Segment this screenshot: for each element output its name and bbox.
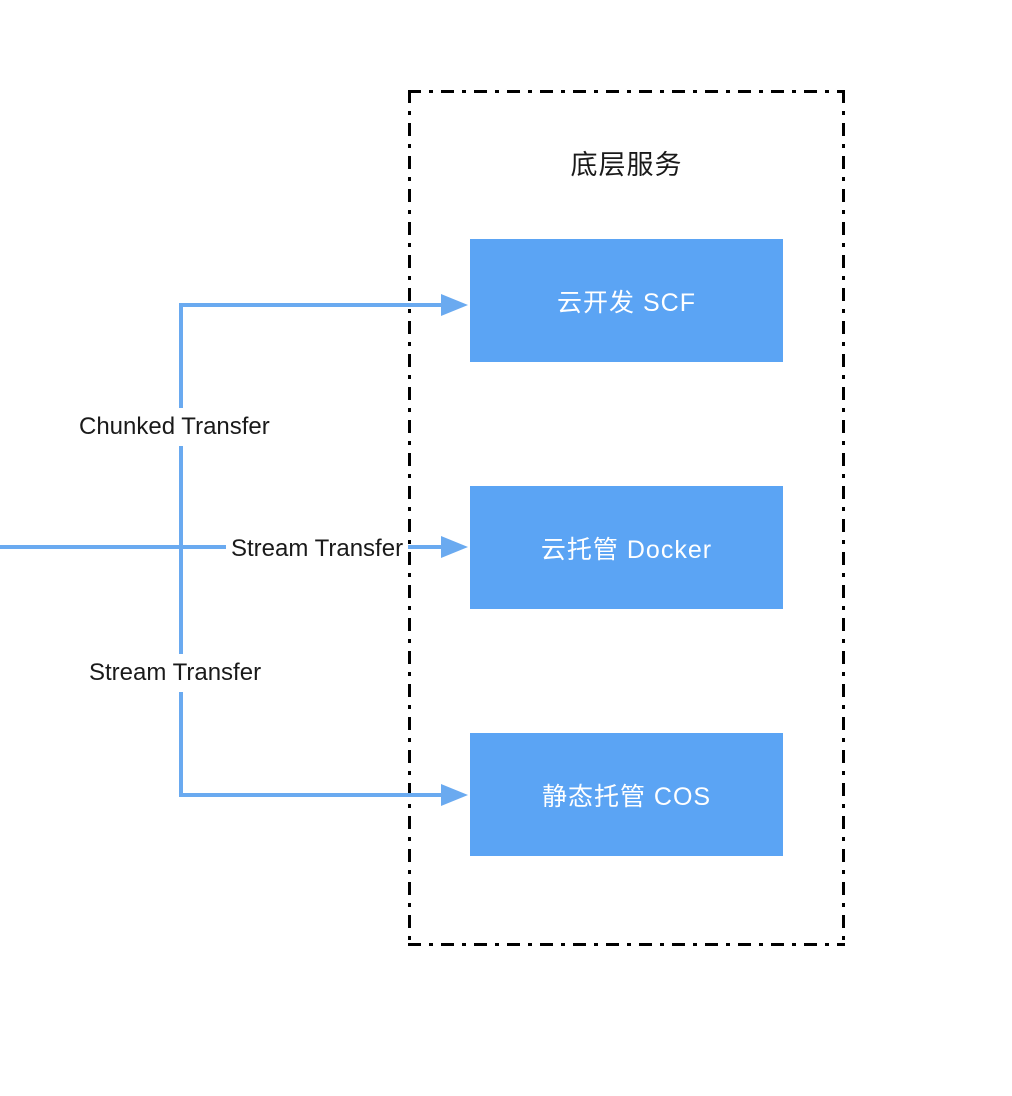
container-border-bottom <box>408 943 845 946</box>
connector-entry-line <box>0 545 181 549</box>
arrowhead-icon-docker <box>441 536 468 558</box>
service-node-docker[interactable]: 云托管 Docker <box>470 486 783 609</box>
service-node-cos-label: 静态托管 COS <box>541 782 712 811</box>
service-node-cos[interactable]: 静态托管 COS <box>470 733 783 856</box>
connector-vertical-trunk <box>179 303 183 797</box>
service-node-scf-label: 云开发 SCF <box>557 288 696 317</box>
edge-label-stream-transfer-cos: Stream Transfer <box>84 654 267 692</box>
container-title: 底层服务 <box>570 150 683 180</box>
container-border-left <box>408 90 411 946</box>
service-node-docker-label: 云托管 Docker <box>540 535 713 564</box>
arrowhead-icon-cos <box>441 784 468 806</box>
container-border-right <box>842 90 845 946</box>
edge-label-chunked-transfer: Chunked Transfer <box>74 408 275 446</box>
arrowhead-icon-scf <box>441 294 468 316</box>
container-border-top <box>408 90 845 93</box>
connector-branch-cos <box>179 793 441 797</box>
underlying-services-container <box>408 90 845 946</box>
connector-branch-scf <box>179 303 441 307</box>
service-node-scf[interactable]: 云开发 SCF <box>470 239 783 362</box>
edge-label-stream-transfer-docker: Stream Transfer <box>226 530 409 568</box>
